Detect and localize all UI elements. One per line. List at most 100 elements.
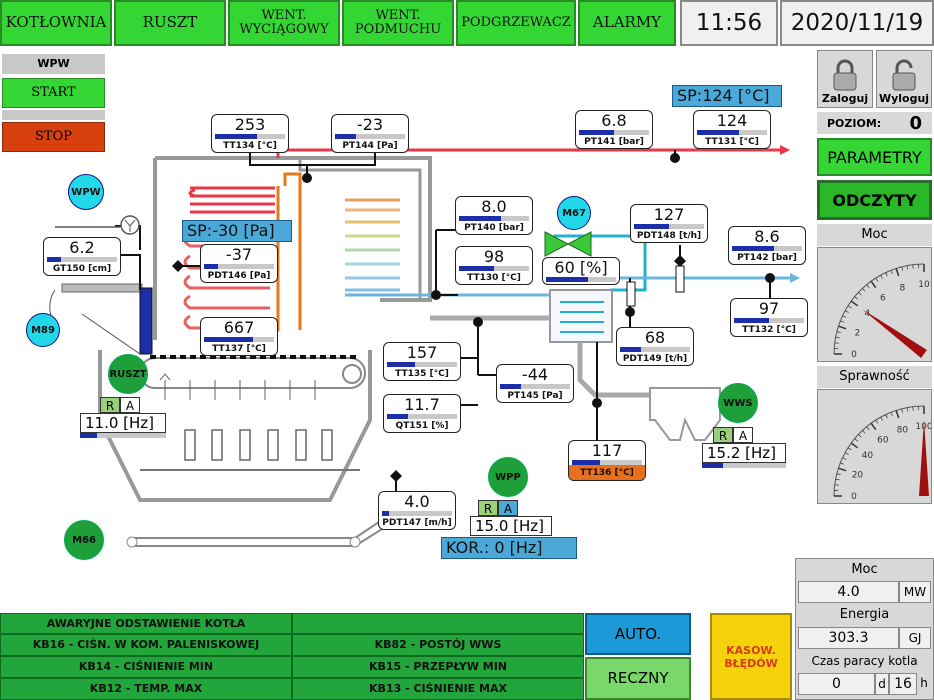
wws-hz[interactable]: 15.2 [Hz] xyxy=(702,443,786,463)
alarm-kb14-text: KB14 - CIŚNIENIE MIN xyxy=(78,660,214,673)
moc-gauge-tick xyxy=(895,268,900,277)
unlock-icon xyxy=(892,59,916,91)
pt145-value: -44 xyxy=(521,365,549,384)
pdt147-bar-fill xyxy=(382,511,389,516)
superheater-coils xyxy=(188,186,275,214)
drive-wws-label: WWS xyxy=(723,397,753,409)
spr-gauge-title-text: Sprawność xyxy=(839,369,910,384)
alarm-awaryjne-text: AWARYJNE ODSTAWIENIE KOTŁA xyxy=(46,617,246,630)
drive-wpp[interactable]: WPP xyxy=(488,457,528,497)
nav-went-wyciagowy[interactable]: WENT.WYCIĄGOWY xyxy=(228,0,340,46)
pt144-bar xyxy=(335,134,405,139)
motor-wpw[interactable]: WPW xyxy=(68,174,104,210)
motor-m67-label: M67 xyxy=(562,207,586,219)
wws-r-button[interactable]: R xyxy=(713,427,733,443)
reczny-label: RECZNY xyxy=(607,669,669,687)
spr-gauge-tick-label: 20 xyxy=(852,470,864,480)
nav-podgrzewacz[interactable]: PODGRZEWACZ xyxy=(456,0,576,46)
czas-hours: 16 xyxy=(889,673,917,695)
logout-button[interactable]: Wyloguj xyxy=(876,50,932,108)
spr-gauge-tick xyxy=(875,419,879,424)
start-button[interactable]: START xyxy=(2,78,105,108)
stop-label: STOP xyxy=(35,129,72,144)
spr-gauge-tick xyxy=(836,473,841,475)
parametry-button[interactable]: PARAMETRY xyxy=(817,138,932,176)
kor-setpoint[interactable]: KOR.: 0 [Hz] xyxy=(441,537,577,559)
ruszt-hz[interactable]: 11.0 [Hz] xyxy=(80,413,166,433)
valve-position[interactable]: 60 [%] xyxy=(542,257,620,285)
motor-m89[interactable]: M89 xyxy=(26,313,60,347)
ruszt-r-button[interactable]: R xyxy=(100,397,120,413)
wpp-hz[interactable]: 15.0 [Hz] xyxy=(470,516,552,536)
drive-wws[interactable]: WWS xyxy=(718,383,758,423)
czas-days: 0 xyxy=(798,673,875,695)
nav-went-podmuchu[interactable]: WENT.PODMUCHU xyxy=(342,0,454,46)
czas-d-unit: d xyxy=(875,673,889,695)
nav-kotlownia[interactable]: KOTŁOWNIA xyxy=(0,0,112,46)
wpp-a-button[interactable]: A xyxy=(498,500,518,516)
spr-gauge-arc xyxy=(833,405,925,497)
auto-button[interactable]: AUTO. xyxy=(585,613,691,655)
pt141-bar xyxy=(579,130,649,135)
motor-m66[interactable]: M66 xyxy=(64,520,104,560)
tt134-bar xyxy=(215,134,285,139)
login-label: Zaloguj xyxy=(821,92,869,105)
moc-gauge-tick xyxy=(890,270,893,275)
odczyty-button[interactable]: ODCZYTY xyxy=(817,180,932,220)
moc-gauge-arc xyxy=(833,263,925,355)
wpp-r-button[interactable]: R xyxy=(478,500,498,516)
moc-gauge-tick xyxy=(835,336,840,339)
pdt146-value: -37 xyxy=(225,245,253,264)
moc-gauge-tick xyxy=(836,331,841,333)
pt144-tag: PT144 [Pa] xyxy=(342,141,398,151)
ruszt-a-button[interactable]: A xyxy=(120,397,140,413)
login-button[interactable]: Zaloguj xyxy=(817,50,873,108)
diamond-sensor-2 xyxy=(390,470,402,482)
reczny-button[interactable]: RECZNY xyxy=(585,657,691,700)
spr-gauge-tick xyxy=(838,467,847,472)
motor-m67[interactable]: M67 xyxy=(557,196,591,230)
nav-alarmy[interactable]: ALARMY xyxy=(578,0,676,46)
moc-gauge-tick xyxy=(854,296,858,300)
tt135-bar-fill xyxy=(387,362,415,367)
moc-gauge-tick xyxy=(870,280,877,289)
drive-ruszt[interactable]: RUSZT xyxy=(108,354,148,394)
ash-conveyor xyxy=(130,517,386,539)
stop-button[interactable]: STOP xyxy=(2,122,105,152)
nav-ruszt[interactable]: RUSZT xyxy=(114,0,226,46)
start-label: START xyxy=(31,85,76,100)
setpoint-tt131[interactable]: SP:124 [°C] xyxy=(672,85,782,107)
wws-a-button[interactable]: A xyxy=(733,427,753,443)
moc-gauge-needle xyxy=(862,309,927,359)
tt137-bar xyxy=(204,337,274,342)
pdt149-tag: PDT149 [t/h] xyxy=(622,354,688,364)
setpoint-pt146[interactable]: SP:-30 [Pa] xyxy=(182,220,292,242)
reset-errors-button[interactable]: KASOW. BŁĘDÓW xyxy=(710,613,792,700)
spr-gauge-tick xyxy=(844,452,849,455)
flow-meter-149 xyxy=(626,281,636,307)
feed-pusher xyxy=(139,287,153,355)
tt130-tag: TT130 [°C] xyxy=(467,273,521,283)
spr-gauge-tick xyxy=(885,414,888,419)
